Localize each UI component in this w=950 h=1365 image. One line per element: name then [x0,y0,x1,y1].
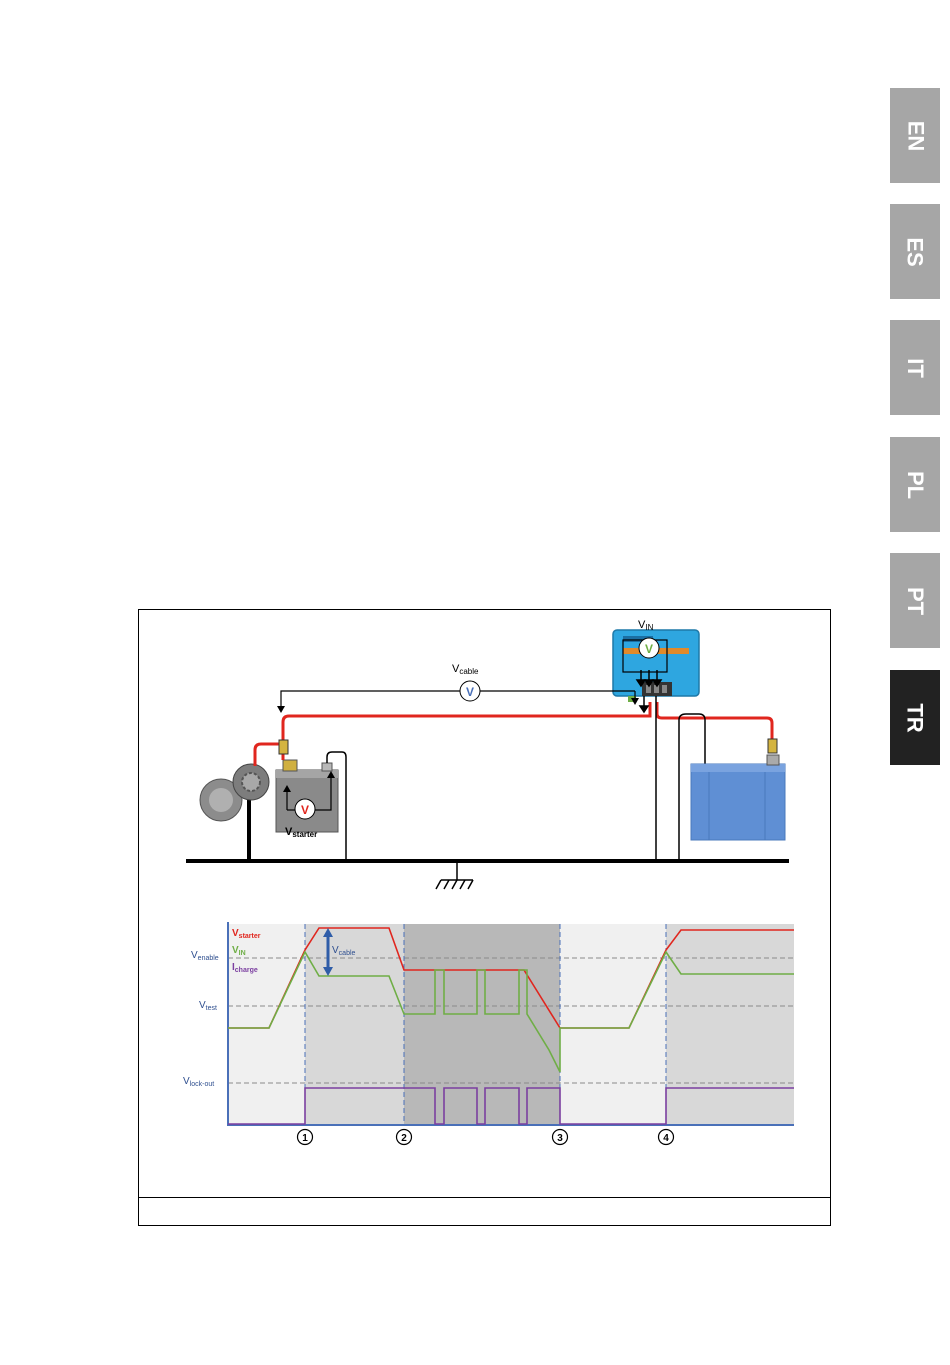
tab-pt-label: PT [902,586,928,614]
timing-chart: Vcable Vstarter VIN Icharge Venable Vtes… [183,922,794,1145]
tab-en-label: EN [902,120,928,151]
tab-tr-label: TR [902,703,928,732]
starter-fuse-icon [279,740,288,754]
vcable-label: Vcable [452,663,479,676]
vcable-meter-symbol: V [466,685,474,699]
ground-bus [186,859,789,863]
tab-es-label: ES [902,237,928,266]
marker-4: 4 [659,1130,674,1145]
vin-meter-symbol: V [645,642,653,656]
tab-pl[interactable]: PL [890,437,940,532]
tab-pt[interactable]: PT [890,553,940,648]
red-cable [255,702,772,766]
vtest-label: Vtest [199,1000,217,1012]
tab-tr[interactable]: TR [890,670,940,765]
tab-it-label: IT [902,358,928,378]
figure-svg: V VIN V Vcable V Vstarter [139,610,829,1195]
venable-label: Venable [191,950,219,962]
ground-icon [436,880,473,889]
figure-box: V VIN V Vcable V Vstarter [138,609,831,1226]
marker-3-label: 3 [557,1133,563,1144]
tab-pl-label: PL [902,470,928,498]
marker-2-label: 2 [401,1133,407,1144]
marker-3: 3 [553,1130,568,1145]
wiring-diagram: V VIN V Vcable V Vstarter [186,619,789,889]
marker-1: 1 [298,1130,313,1145]
marker-2: 2 [397,1130,412,1145]
marker-1-label: 1 [302,1133,308,1144]
service-battery-icon [679,714,785,860]
vcable-measure-line [277,691,639,713]
caption-row [139,1197,830,1226]
vin-label: VIN [638,619,654,632]
marker-4-label: 4 [663,1133,669,1144]
tab-en[interactable]: EN [890,88,940,183]
vstarter-meter-symbol: V [301,803,309,817]
aux-fuse-icon [768,739,777,753]
vlockout-label: Vlock-out [183,1076,214,1088]
alternator-icon [200,764,269,860]
tab-it[interactable]: IT [890,320,940,415]
tab-es[interactable]: ES [890,204,940,299]
